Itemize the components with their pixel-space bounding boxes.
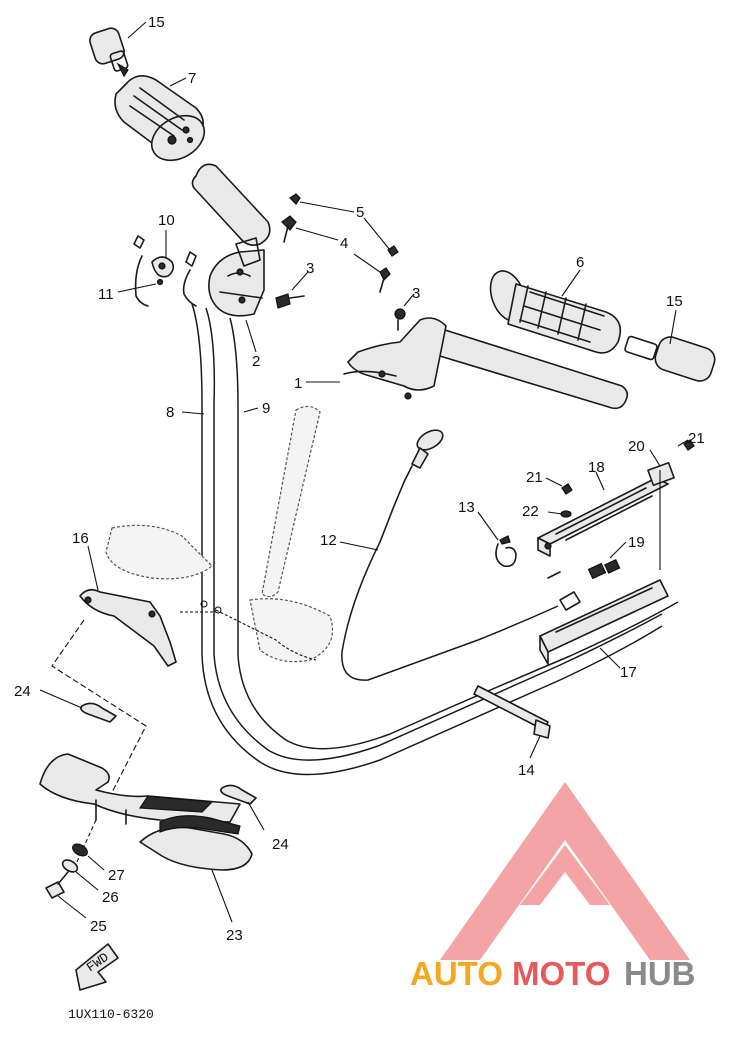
watermark-hub: HUB bbox=[624, 955, 696, 992]
fwd-arrow-icon: FWD bbox=[75, 943, 119, 991]
handlebar-left-tube bbox=[191, 163, 271, 246]
cable-clamp bbox=[495, 535, 517, 568]
throttle-grip bbox=[114, 75, 206, 162]
callout-1: 1 bbox=[294, 375, 302, 392]
callout-20: 20 bbox=[628, 438, 645, 455]
callout-26: 26 bbox=[102, 889, 119, 906]
cable-tie bbox=[473, 685, 551, 739]
callout-8: 8 bbox=[166, 404, 174, 421]
watermark-moto: MOTO bbox=[512, 955, 610, 992]
lever-holder-lower bbox=[539, 559, 669, 665]
callout-27: 27 bbox=[108, 867, 125, 884]
callout-25: 25 bbox=[90, 918, 107, 935]
handlebar-holder-left bbox=[208, 237, 265, 317]
cable-guide-bracket bbox=[79, 588, 177, 667]
callout-11: 11 bbox=[98, 286, 114, 303]
handlebar-holder-right bbox=[343, 317, 629, 410]
callout-7: 7 bbox=[188, 70, 196, 87]
callout-18: 18 bbox=[588, 459, 605, 476]
choke-cable bbox=[341, 429, 561, 681]
grip-right bbox=[489, 270, 622, 354]
lever-holder-upper bbox=[537, 439, 695, 557]
watermark-logo bbox=[440, 782, 690, 960]
screws-group bbox=[275, 193, 406, 331]
callout-15-top: 15 bbox=[148, 14, 165, 31]
callout-3-left: 3 bbox=[306, 260, 314, 277]
callout-23: 23 bbox=[226, 927, 243, 944]
callout-16: 16 bbox=[72, 530, 89, 547]
callout-2: 2 bbox=[252, 353, 260, 370]
callout-15-right: 15 bbox=[666, 293, 683, 310]
callout-17: 17 bbox=[620, 664, 637, 681]
callout-5: 5 bbox=[356, 204, 364, 221]
watermark-auto: AUTO bbox=[410, 955, 503, 992]
callout-21-right: 21 bbox=[688, 430, 705, 447]
callout-14: 14 bbox=[518, 762, 535, 779]
watermark-text: AUTO MOTO HUB bbox=[410, 955, 696, 992]
callout-19: 19 bbox=[628, 534, 645, 551]
callout-9: 9 bbox=[262, 400, 270, 417]
callout-21-left: 21 bbox=[526, 469, 543, 486]
spacer-left bbox=[80, 702, 117, 723]
callout-4: 4 bbox=[340, 235, 348, 252]
cable-adjuster-set bbox=[133, 235, 197, 307]
callout-22: 22 bbox=[522, 503, 539, 520]
bolts-lower bbox=[45, 843, 88, 899]
throttle-cables bbox=[191, 303, 679, 776]
callout-24-right: 24 bbox=[272, 836, 289, 853]
diagram-code: 1UX110-6320 bbox=[68, 1007, 154, 1022]
callout-6: 6 bbox=[576, 254, 584, 271]
bar-end-weight-right bbox=[624, 335, 716, 382]
callout-13: 13 bbox=[458, 499, 475, 516]
callout-10: 10 bbox=[158, 212, 175, 229]
spacer-right bbox=[220, 784, 257, 805]
ghost-outline bbox=[105, 405, 334, 663]
callout-12: 12 bbox=[320, 532, 337, 549]
callout-24-left: 24 bbox=[14, 683, 31, 700]
bar-end-weight-left bbox=[89, 27, 129, 78]
callout-3-right: 3 bbox=[412, 285, 420, 302]
cable-guide-cover bbox=[39, 753, 253, 871]
